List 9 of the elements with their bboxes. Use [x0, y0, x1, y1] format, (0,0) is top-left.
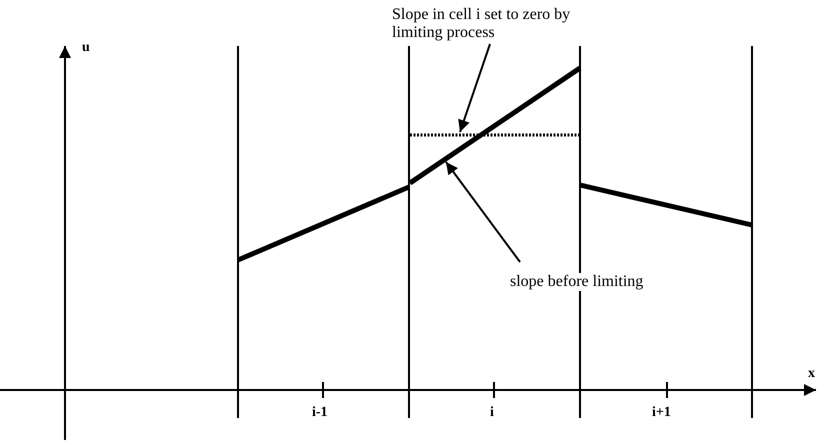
cell-index-label: i+1	[652, 405, 671, 421]
axis-label: x	[808, 366, 815, 382]
axis-label: u	[82, 40, 90, 56]
leader-arrow	[445, 161, 521, 263]
cell-index-label: i	[490, 405, 494, 421]
unlimited-slope-line	[408, 66, 582, 186]
leader-arrow	[458, 44, 491, 132]
annotation-text: slope before limiting	[510, 273, 644, 291]
cell-index-label: i-1	[312, 405, 328, 421]
